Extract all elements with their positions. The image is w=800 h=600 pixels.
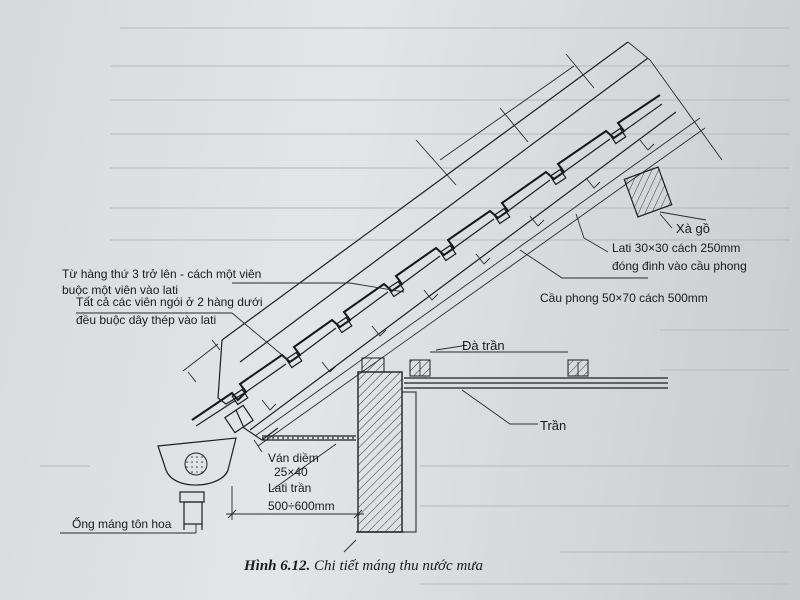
purlin: [623, 166, 707, 221]
caption-number: Hình 6.12.: [243, 558, 310, 574]
label-tran: Trần: [540, 418, 566, 433]
figure-caption: Hình 6.12. Chi tiết máng thu nước mưa: [243, 558, 483, 574]
caption-text: Chi tiết máng thu nước mưa: [310, 558, 483, 574]
rafter-dimension-marks: [182, 53, 595, 383]
label-tu-hang-line2: buộc một viên vào lati: [62, 283, 178, 297]
rafter-lines: [221, 41, 723, 447]
label-lati-line2: đóng đinh vào cầu phong: [612, 259, 747, 273]
label-lati-tran: Lati trần: [268, 481, 311, 495]
label-tu-hang-line1: Từ hàng thứ 3 trở lên - cách một viên: [62, 267, 261, 281]
ceiling: [262, 351, 668, 441]
label-ong-mang: Ống máng tôn hoa: [72, 516, 172, 531]
label-da-tran: Đà trần: [462, 338, 505, 353]
label-lati-line1: Lati 30×30 cách 250mm: [612, 241, 740, 255]
brick-wall: [343, 357, 417, 553]
label-cau-phong: Cầu phong 50×70 cách 500mm: [540, 291, 708, 305]
label-tat-ca-line1: Tất cả các viên ngói ở 2 hàng dưới: [76, 295, 263, 309]
label-dim-500-600: 500÷600mm: [268, 499, 335, 513]
label-tat-ca-line2: đều buộc dây thép vào lati: [76, 313, 216, 327]
leader-lines: [60, 213, 673, 534]
label-xa-go: Xà gồ: [676, 221, 710, 236]
diagram-labels: Xà gồ Lati 30×30 cách 250mm đóng đinh và…: [62, 221, 747, 531]
label-van-diem-line2: 25×40: [274, 465, 308, 479]
label-van-diem-line1: Ván diềm: [268, 451, 319, 465]
eave-structure: [157, 339, 279, 530]
dimension-500-600: [226, 486, 364, 520]
background-text-lines: [40, 27, 790, 585]
